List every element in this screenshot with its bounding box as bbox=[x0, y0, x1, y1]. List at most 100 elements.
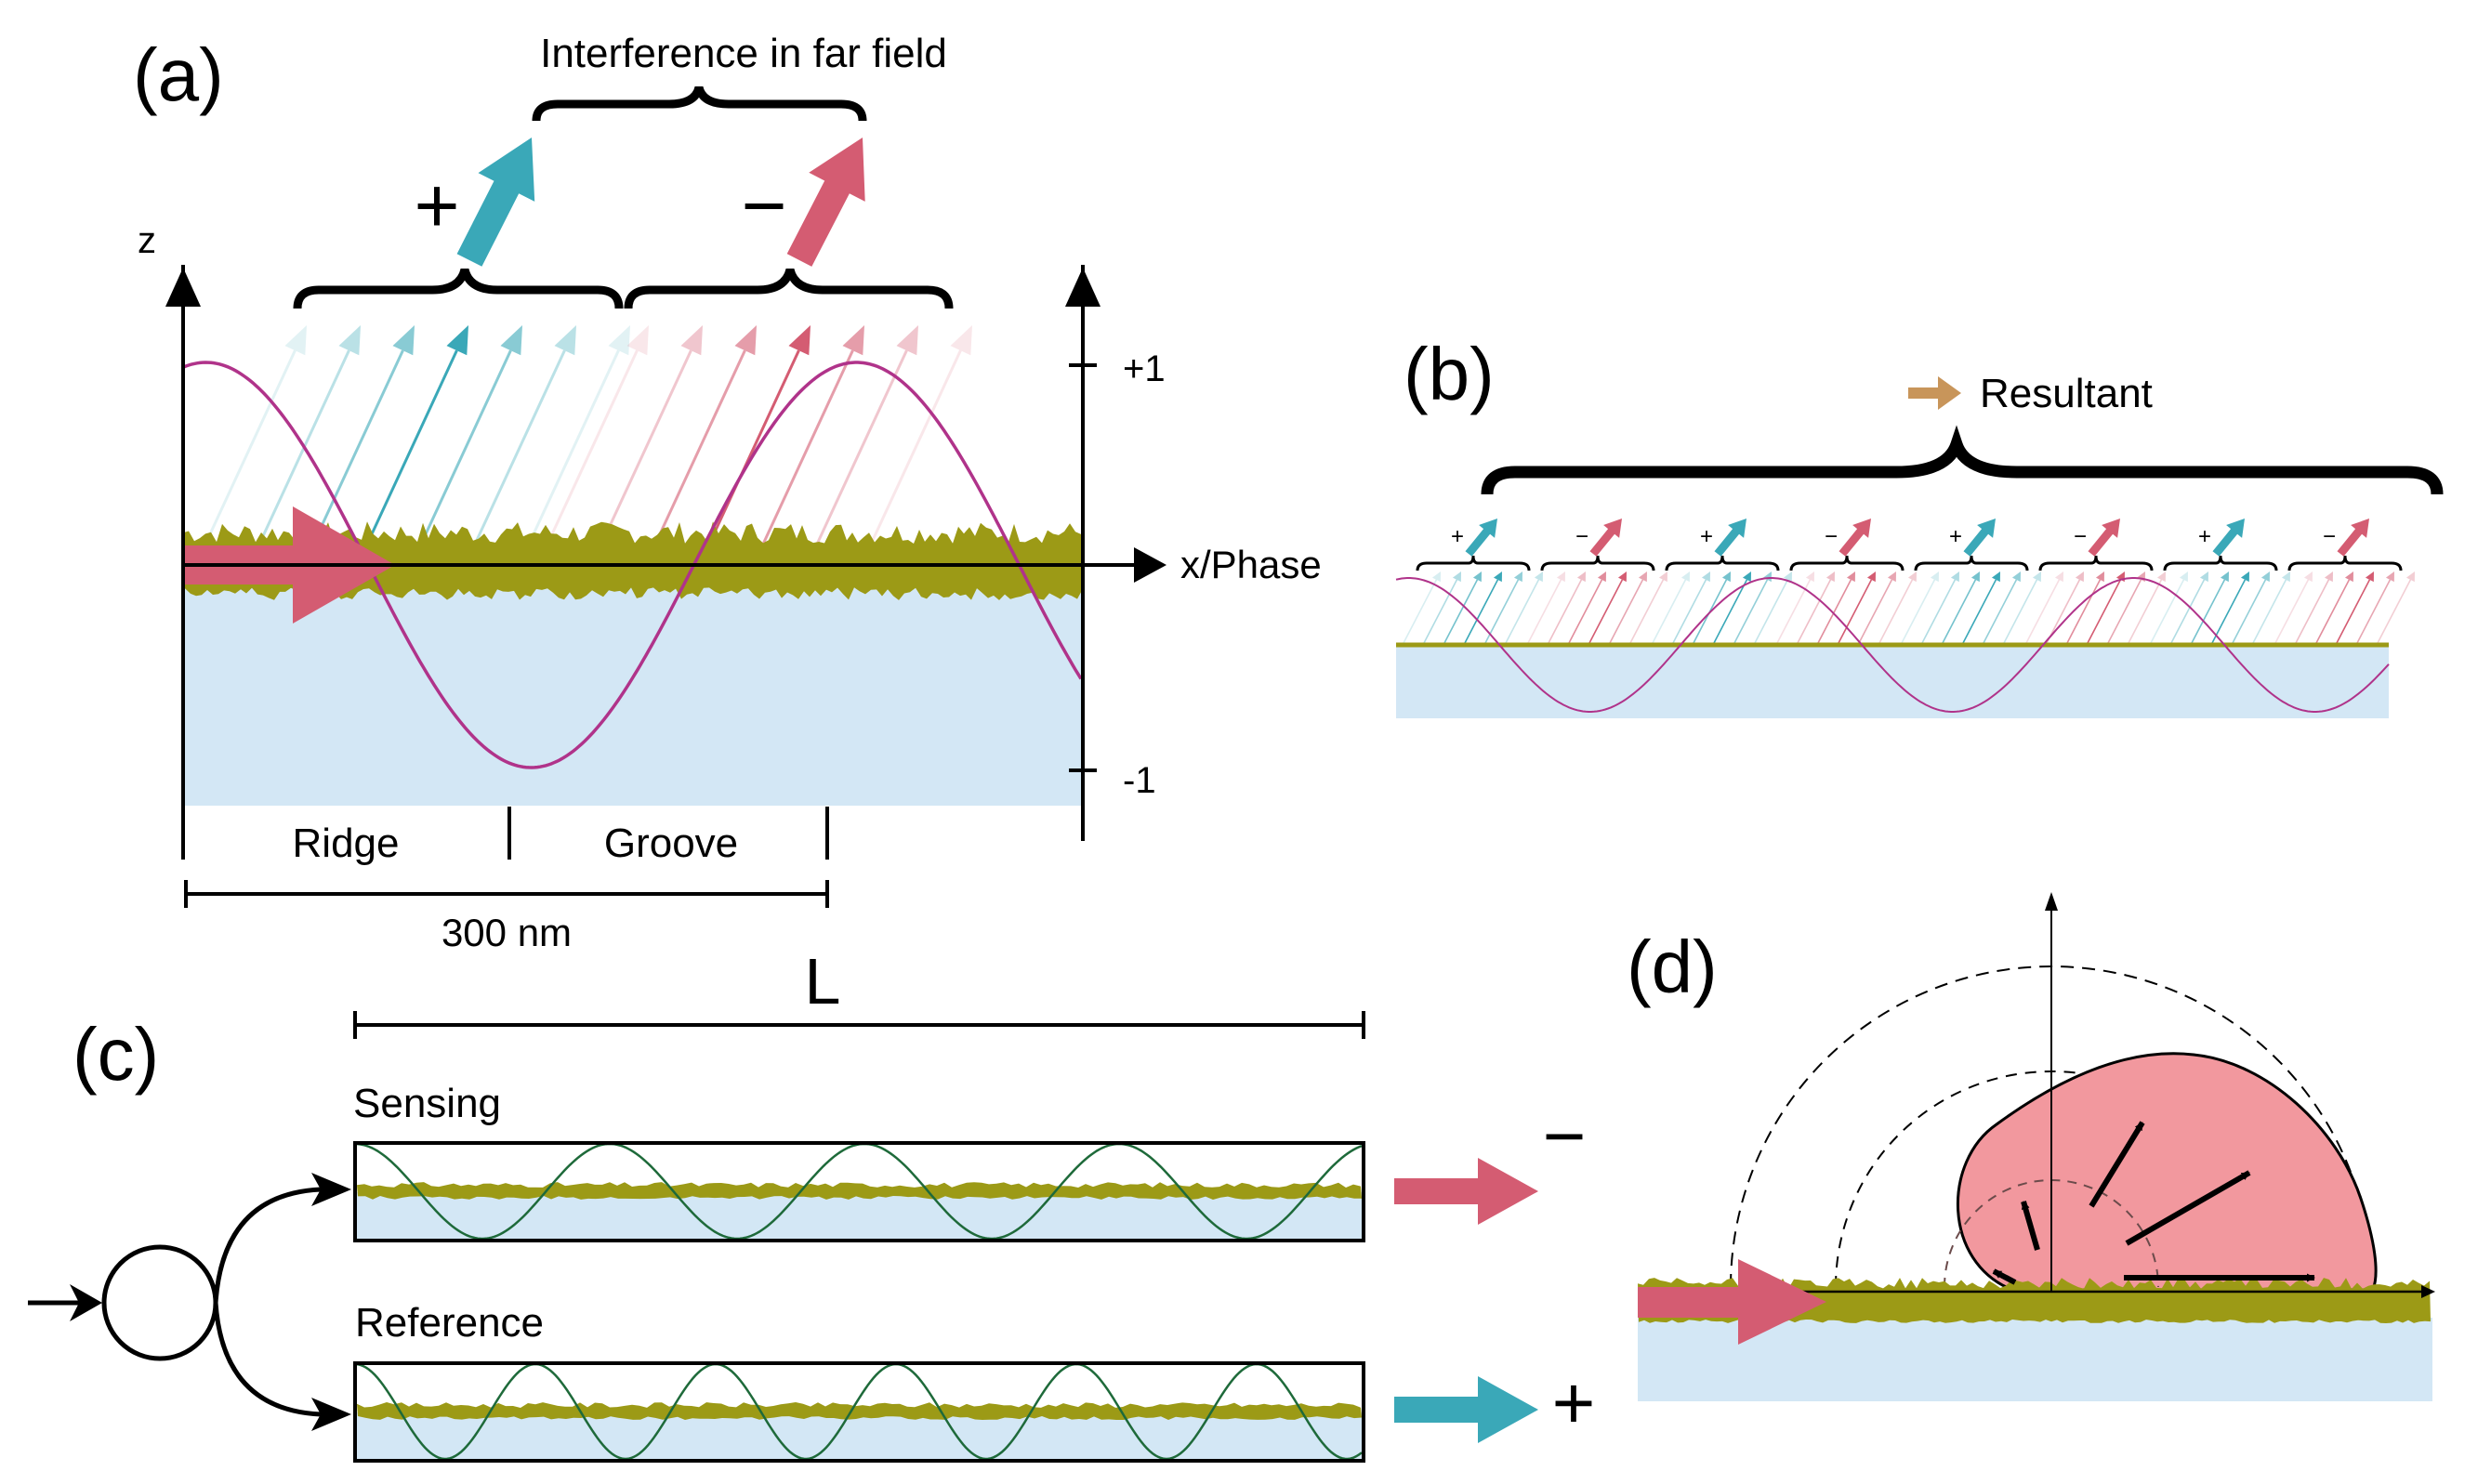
panel-b-field-arrow-head bbox=[1617, 571, 1627, 583]
minus-field-arrow-head bbox=[896, 325, 918, 356]
panel-b-field-arrow-shaft bbox=[1858, 579, 1893, 644]
minus-field-arrow-head bbox=[842, 325, 864, 356]
plus-group-brace bbox=[293, 268, 624, 309]
panel-b-field-arrow-shaft bbox=[1817, 579, 1852, 644]
panel-b-field-arrow-head bbox=[1431, 571, 1441, 583]
plus-resultant-arrow bbox=[456, 138, 535, 267]
period-resultant-arrow bbox=[2088, 519, 2120, 557]
panel-b-field-arrow-shaft bbox=[1652, 579, 1687, 644]
panel-b-field-arrow-head bbox=[2075, 571, 2084, 583]
panel-b-field-arrow-head bbox=[1825, 571, 1835, 583]
minus-field-arrow-shaft bbox=[861, 349, 962, 563]
plus-sign: + bbox=[414, 162, 459, 249]
minus-field-arrow-head bbox=[680, 325, 703, 356]
input-arrowhead bbox=[70, 1284, 102, 1321]
sensing-output-arrow bbox=[1394, 1158, 1538, 1225]
minus-field-arrow-head bbox=[626, 325, 649, 356]
z-axis-arrowhead bbox=[165, 268, 201, 307]
plus-field-arrow-shaft bbox=[465, 349, 566, 563]
split-path-top bbox=[213, 1187, 322, 1304]
panel-b-field-arrow-head bbox=[1742, 571, 1751, 583]
reference-output-arrow bbox=[1394, 1376, 1538, 1443]
panel-b-field-arrow-shaft bbox=[1423, 579, 1458, 644]
substrate bbox=[183, 585, 1083, 806]
panel-b-field-arrow-shaft bbox=[2232, 579, 2267, 644]
period-sign: + bbox=[1451, 524, 1464, 549]
panel-b-field-arrow-head bbox=[1887, 571, 1896, 583]
panel-b-field-arrow-shaft bbox=[1921, 579, 1957, 644]
plus-field-arrow-head bbox=[338, 325, 361, 356]
panel-b-field-arrow-head bbox=[1658, 571, 1667, 583]
panel-b-field-arrow-shaft bbox=[1403, 579, 1438, 644]
panel-b-field-arrow-head bbox=[1534, 571, 1543, 583]
panel-d-label: (d) bbox=[1627, 926, 1718, 1008]
panel-b-field-arrow-head bbox=[2303, 571, 2313, 583]
panel-b-field-arrow-head bbox=[2324, 571, 2333, 583]
plus-field-arrow-shaft bbox=[411, 349, 512, 563]
right-axis-arrowhead bbox=[1065, 268, 1101, 307]
minus-field-arrow-shaft bbox=[645, 349, 746, 563]
panel-b-field-arrow-head bbox=[2054, 571, 2063, 583]
panel-b-field-arrow-head bbox=[2240, 571, 2249, 583]
minus-sign: − bbox=[741, 162, 786, 249]
period-sign: − bbox=[2074, 524, 2087, 549]
reference-output-sign: + bbox=[1552, 1361, 1596, 1444]
resultant-label: Resultant bbox=[1980, 371, 2153, 416]
x-axis-label: x/Phase bbox=[1180, 543, 1322, 586]
panel-b-field-arrow-shaft bbox=[2128, 579, 2163, 644]
reference-waveguide bbox=[353, 1361, 1365, 1463]
resultant-brace bbox=[1481, 425, 2444, 495]
panel-b-field-arrow-shaft bbox=[2274, 579, 2310, 644]
sensing-output-sign: − bbox=[1543, 1095, 1587, 1177]
panel-d-surface-arrowhead bbox=[2421, 1285, 2435, 1298]
panel-b-field-arrow-shaft bbox=[1776, 579, 1812, 644]
plus-field-arrow-head bbox=[446, 325, 468, 356]
panel-b-field-arrow-head bbox=[1452, 571, 1461, 583]
panel-b-label: (b) bbox=[1404, 333, 1495, 415]
panel-b-field-arrow-shaft bbox=[2377, 579, 2412, 644]
period-brace bbox=[1416, 555, 1531, 571]
panel-b-field-arrow-shaft bbox=[1797, 579, 1832, 644]
panel-b-field-arrow-head bbox=[2281, 571, 2290, 583]
period-resultant-arrow bbox=[1589, 519, 1622, 557]
plus-field-arrow-head bbox=[392, 325, 415, 356]
panel-b-field-arrow-head bbox=[2011, 571, 2021, 583]
panel-b-field-arrow-shaft bbox=[1983, 579, 2018, 644]
panel-d-substrate bbox=[1638, 1318, 2432, 1401]
panel-b-field-arrow-shaft bbox=[2003, 579, 2038, 644]
period-resultant-arrow bbox=[1839, 519, 1871, 557]
panel-b-field-arrow-shaft bbox=[1713, 579, 1748, 644]
panel-b-field-arrow-head bbox=[1721, 571, 1731, 583]
panel-b-field-arrow-head bbox=[2365, 571, 2374, 583]
panel-b-field-arrow-head bbox=[1991, 571, 2000, 583]
beam-splitter bbox=[101, 1244, 218, 1361]
panel-b-field-arrow-head bbox=[1907, 571, 1917, 583]
panel-b-field-arrow-head bbox=[2385, 571, 2394, 583]
panel-b-field-arrow-head bbox=[2344, 571, 2353, 583]
minus-field-arrow-shaft bbox=[699, 349, 800, 563]
minus-field-arrow-head bbox=[950, 325, 972, 356]
panel-b-field-arrow-head bbox=[2199, 571, 2208, 583]
panel-c: (c) L Sensing Reference − bbox=[28, 945, 1596, 1463]
period-brace bbox=[1914, 555, 2029, 571]
plus-field-arrow-head bbox=[608, 325, 630, 356]
panel-a-label: (a) bbox=[133, 33, 224, 116]
period-brace bbox=[1665, 555, 1780, 571]
minus-field-arrow-shaft bbox=[753, 349, 854, 563]
panel-b-field-arrow-head bbox=[2032, 571, 2041, 583]
panel-d: (d) bbox=[1627, 892, 2435, 1401]
panel-b-field-arrow-shaft bbox=[1942, 579, 1977, 644]
far-field-brace bbox=[532, 85, 867, 122]
panel-b-field-arrow-shaft bbox=[1609, 579, 1644, 644]
panel-b-field-arrow-shaft bbox=[2170, 579, 2206, 644]
panel-b-field-arrow-shaft bbox=[1464, 579, 1499, 644]
panel-b-substrate bbox=[1396, 646, 2389, 718]
tick-minus-one-label: -1 bbox=[1123, 760, 1156, 801]
panel-b-field-arrow-head bbox=[1866, 571, 1876, 583]
plus-field-arrow-head bbox=[554, 325, 576, 356]
emission-vectors bbox=[1992, 1121, 2315, 1285]
sensing-gold-film bbox=[357, 1182, 1362, 1200]
period-brace bbox=[1789, 555, 1904, 571]
period-resultant-arrow bbox=[1465, 519, 1497, 557]
panel-b-field-arrow-head bbox=[2156, 571, 2166, 583]
